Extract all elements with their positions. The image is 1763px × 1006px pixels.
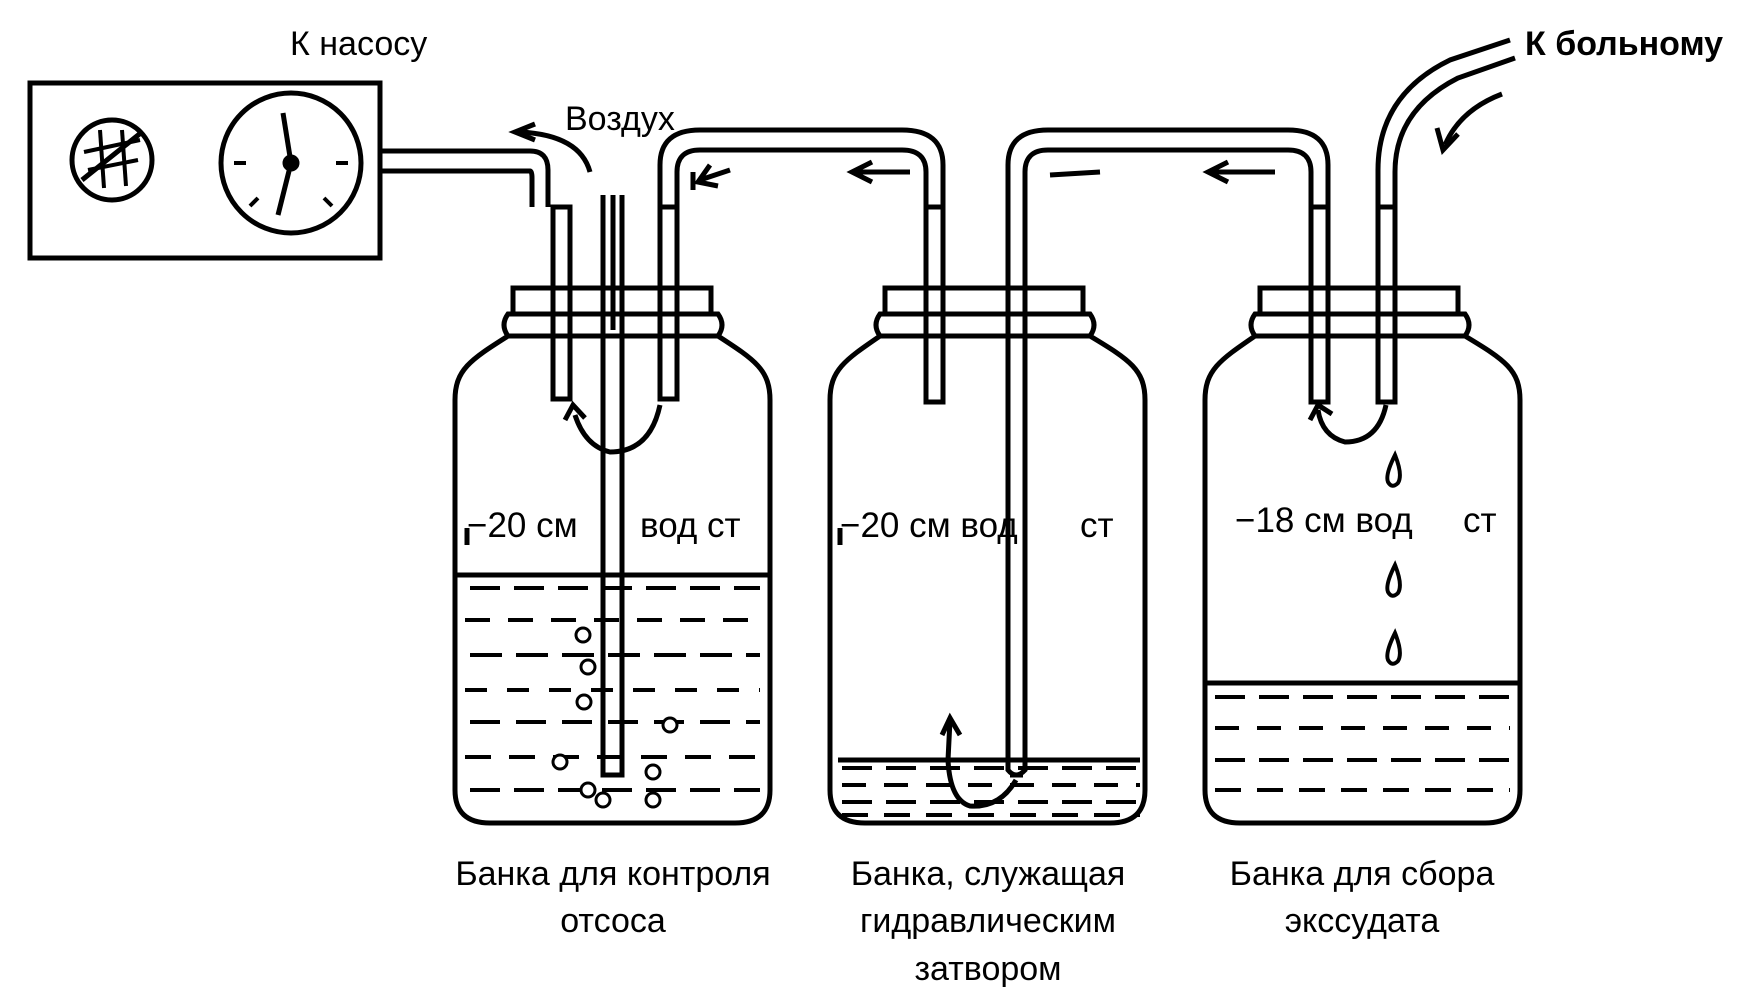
- jar-1-caption-line-1: Банка для контроля: [455, 855, 770, 893]
- jar-3-body: [1202, 333, 1523, 826]
- jar-1-air-tube: [600, 195, 625, 778]
- tube-connector-2-3: [1005, 127, 1331, 207]
- jar-2-body: [827, 333, 1148, 826]
- arrow-left-icon: [846, 159, 874, 185]
- jar-3-tube-left: [1308, 204, 1331, 405]
- arrow-left-icon: [699, 167, 731, 183]
- jar-1-caption-line-2: отсоса: [560, 902, 666, 940]
- jar-1-tube-left: [550, 204, 573, 402]
- jar-3-collection: [1202, 204, 1523, 826]
- jar-3-unit: ст: [1463, 501, 1497, 540]
- jar-3-stopper: [1257, 285, 1461, 317]
- jar-3-caption-line-1: Банка для сбора: [1230, 855, 1495, 893]
- filter-icon: [69, 117, 155, 203]
- to-pump-label: К насосу: [290, 25, 427, 63]
- arrow-air-out-icon: [508, 121, 536, 143]
- pump-unit: [27, 80, 383, 261]
- jar-3-caption-line-2: экссудата: [1285, 902, 1440, 940]
- jar-1-level: −20 см: [467, 506, 578, 545]
- jar-2-stopper: [882, 285, 1086, 317]
- jar-2-water: [838, 757, 1140, 817]
- arrow-from-patient-icon: [1442, 91, 1503, 147]
- drop-icon: [1385, 450, 1402, 488]
- flow-arrows: [508, 91, 1503, 190]
- patient-hose: [1375, 37, 1516, 207]
- pump-hose: [380, 148, 551, 207]
- jar-1-body: [452, 333, 773, 826]
- jar-2-water-seal: [827, 204, 1148, 826]
- jar-1-unit: вод ст: [640, 506, 741, 545]
- pump-box: [27, 80, 383, 261]
- jar-1-control: [452, 195, 773, 826]
- drop-icon: [1385, 560, 1402, 598]
- drop-icon: [1385, 628, 1402, 666]
- jar-2-tube-short: [923, 204, 946, 405]
- jar-2-caption-line-1: Банка, служащая: [851, 855, 1126, 893]
- jar-2-caption-line-2: гидравлическим: [860, 902, 1116, 940]
- jar-3-tube-right: [1375, 204, 1398, 405]
- pressure-gauge-icon: [218, 90, 364, 236]
- jar-2-caption-line-3: затвором: [914, 950, 1061, 988]
- arrow-air-out-icon: [519, 129, 593, 173]
- jar-1-tube-right: [657, 204, 680, 402]
- jar-2-unit: ст: [1080, 506, 1114, 545]
- jar-3-level: −18 см вод: [1235, 501, 1413, 540]
- air-label: Воздух: [565, 100, 675, 138]
- arrow-left-icon: [1202, 159, 1230, 185]
- jar-1-water: [455, 572, 770, 809]
- jar-2-tube-long: [1005, 207, 1028, 778]
- to-patient-label: К больному: [1525, 25, 1723, 63]
- jar-3-drops: [1385, 450, 1402, 666]
- jar-2-level: −20 см вод: [840, 506, 1018, 545]
- jar-1-bubbles: [551, 626, 679, 809]
- tube-connector-1-2: [657, 127, 946, 207]
- jar-3-fluid: [1205, 680, 1520, 792]
